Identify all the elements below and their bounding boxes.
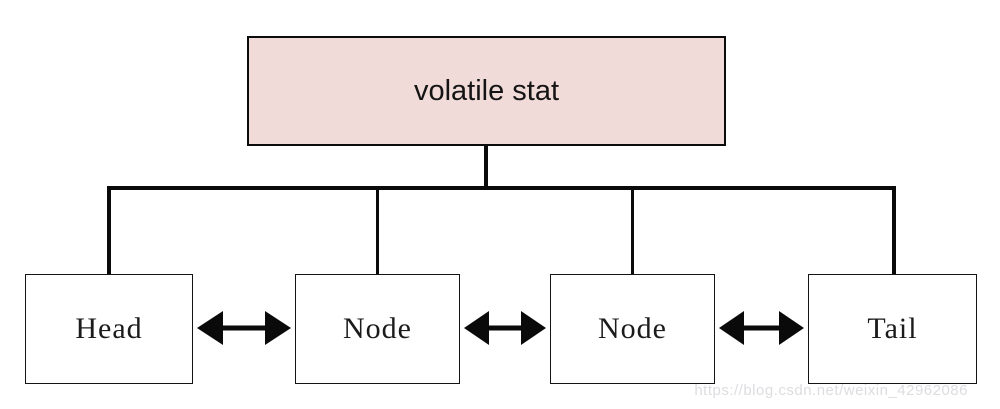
node-label: Tail xyxy=(867,312,918,345)
node-box-tail: Tail xyxy=(808,274,977,384)
root-box-volatile-stat: volatile stat xyxy=(247,36,726,146)
connector-stem xyxy=(484,146,488,188)
connector-horizontal xyxy=(107,186,896,190)
node-box-node2: Node xyxy=(550,274,715,384)
connector-drop-tail xyxy=(892,186,896,275)
connector-drop-node1 xyxy=(376,186,379,275)
node-label: Head xyxy=(75,312,143,345)
double-arrow-node2-tail xyxy=(719,306,804,350)
connector-drop-head xyxy=(107,186,111,275)
node-label: Node xyxy=(343,312,412,345)
double-arrow-head-node1 xyxy=(197,306,291,350)
root-box-label: volatile stat xyxy=(413,74,560,107)
node-label: Node xyxy=(598,312,667,345)
connector-drop-node2 xyxy=(631,186,634,275)
double-arrow-node1-node2 xyxy=(464,306,546,350)
node-box-node1: Node xyxy=(295,274,460,384)
watermark-text: https://blog.csdn.net/weixin_42962086 xyxy=(694,382,968,399)
node-box-head: Head xyxy=(25,274,193,384)
